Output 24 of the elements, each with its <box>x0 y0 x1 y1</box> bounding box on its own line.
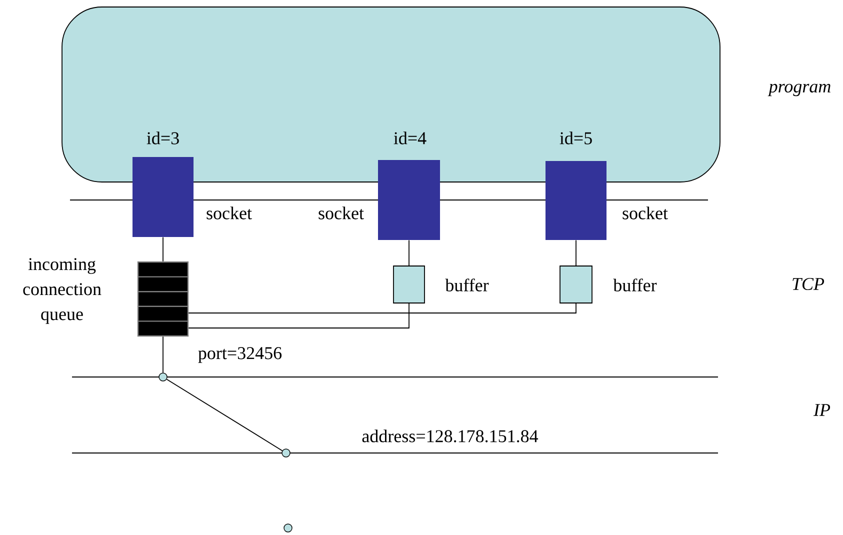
buffer-label: buffer <box>445 278 489 292</box>
socket-label: socket <box>206 206 252 220</box>
value-label: id=3 <box>146 132 179 144</box>
layer-label: IP <box>813 404 830 416</box>
program-area <box>62 6 720 182</box>
connector-line <box>188 303 576 314</box>
connector-line <box>408 240 410 266</box>
connector-line <box>162 336 164 374</box>
value-label: id=5 <box>560 132 592 144</box>
connector-line <box>188 303 410 328</box>
connector-line <box>166 378 283 452</box>
layer-label: TCP <box>792 278 824 290</box>
layer-label: program <box>768 84 830 96</box>
socket-label: socket <box>318 206 364 220</box>
buffer-label: buffer <box>613 278 657 292</box>
connection-point <box>282 448 290 458</box>
connection-point <box>158 372 168 382</box>
value-label: address=128.178.151.84 <box>362 430 538 442</box>
connector-line <box>162 236 164 262</box>
value-label: port=32456 <box>198 347 282 363</box>
value-label: id=4 <box>394 132 426 144</box>
connection-point <box>284 524 292 532</box>
queue-label: incoming connection queue <box>23 258 102 324</box>
socket-label: socket <box>622 206 668 220</box>
